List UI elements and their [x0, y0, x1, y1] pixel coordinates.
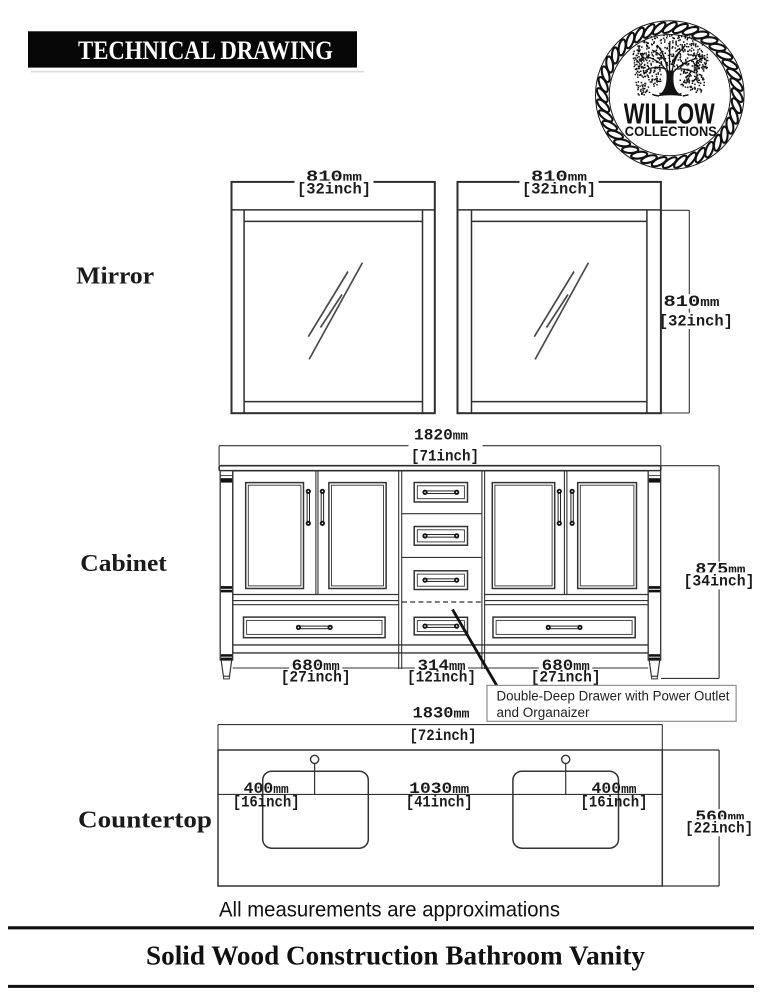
svg-text:and Organaizer: and Organaizer	[497, 705, 591, 720]
svg-text:Double-Deep Drawer with Power: Double-Deep Drawer with Power Outlet	[497, 689, 730, 704]
svg-text:TECHNICAL DRAWING: TECHNICAL DRAWING	[78, 36, 333, 65]
svg-text:400mm: 400mm	[592, 780, 637, 798]
svg-text:Countertop: Countertop	[78, 807, 212, 834]
svg-text:[34inch]: [34inch]	[684, 572, 755, 590]
svg-text:[16inch]: [16inch]	[233, 793, 300, 811]
svg-text:[16inch]: [16inch]	[581, 793, 648, 811]
svg-text:[32inch]: [32inch]	[297, 181, 371, 199]
svg-text:[12inch]: [12inch]	[407, 669, 476, 687]
svg-text:WILLOW: WILLOW	[624, 98, 715, 130]
svg-text:COLLECTIONS: COLLECTIONS	[625, 123, 717, 139]
svg-text:All measurements are approxima: All measurements are approximations	[219, 899, 560, 922]
svg-text:400mm: 400mm	[244, 780, 289, 798]
svg-text:[27inch]: [27inch]	[531, 669, 601, 687]
svg-text:Solid Wood Construction Bathro: Solid Wood Construction Bathroom Vanity	[146, 940, 645, 971]
svg-text:Mirror: Mirror	[76, 263, 154, 290]
svg-text:[71inch]: [71inch]	[411, 447, 479, 465]
svg-text:Cabinet: Cabinet	[80, 550, 167, 577]
svg-text:[72inch]: [72inch]	[410, 727, 477, 745]
svg-text:[32inch]: [32inch]	[522, 181, 596, 199]
svg-text:1820mm: 1820mm	[414, 427, 468, 445]
svg-text:[41inch]: [41inch]	[406, 793, 473, 811]
svg-text:[27inch]: [27inch]	[281, 669, 351, 687]
svg-text:[32inch]: [32inch]	[659, 312, 733, 330]
svg-text:[22inch]: [22inch]	[685, 819, 753, 837]
